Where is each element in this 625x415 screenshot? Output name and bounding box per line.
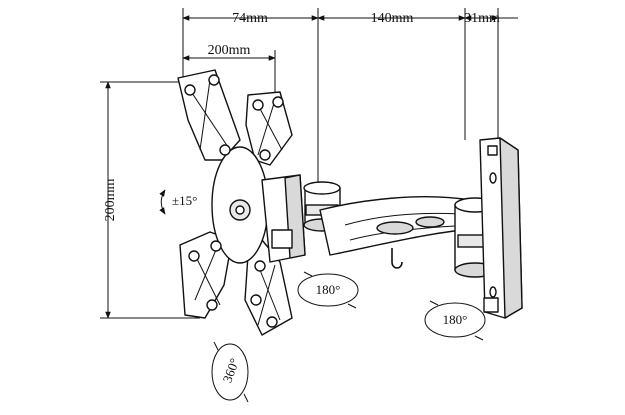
wall-swivel-indicator <box>424 300 486 341</box>
dim-140-label: 140mm <box>371 11 414 26</box>
plate-rotate-indicator <box>211 341 249 403</box>
dim-vesa-width-label: 200mm <box>208 43 251 58</box>
dim-vesa-height-label: 200mm <box>103 179 118 222</box>
swing-arm <box>319 196 483 269</box>
dim-74-label: 74mm <box>232 11 268 26</box>
arm-swivel-angle-label: 180° <box>316 282 341 297</box>
dimension-lines <box>100 8 518 319</box>
tilt-indicator <box>159 189 166 215</box>
arm-swivel-indicator <box>297 271 359 309</box>
dim-31-label: 31mm <box>464 11 500 26</box>
tilt-bracket <box>261 174 306 263</box>
wall-plate <box>479 137 523 319</box>
plate-rotate-angle-label: 360° <box>219 356 242 384</box>
vesa-plate <box>177 69 293 336</box>
wall-swivel-angle-label: 180° <box>443 312 468 327</box>
tilt-angle-label: ±15° <box>172 193 197 208</box>
